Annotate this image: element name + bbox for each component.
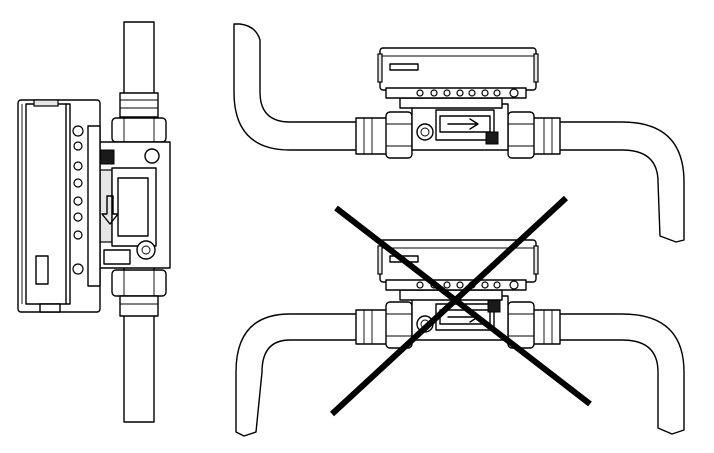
pipe-bend-left [235, 313, 391, 437]
union-nut-left [385, 111, 413, 159]
pipe-bend-right [527, 313, 685, 435]
union-nut-top [111, 117, 167, 143]
sensor-port [416, 123, 434, 141]
horizontal-installation-view-crossed [235, 195, 685, 437]
pipe-bend-right [527, 121, 685, 243]
pipe-bend-left [233, 23, 391, 151]
sensor-port-left [136, 240, 156, 260]
button-column-left [72, 125, 84, 275]
horizontal-installation-view [233, 23, 685, 243]
flow-arrow-icon [101, 195, 119, 225]
cross-out-icon [329, 195, 592, 417]
union-nut-right [507, 111, 535, 159]
union-nut-bottom [111, 269, 167, 297]
vertical-installation-view [17, 21, 171, 423]
button-row-top [416, 88, 519, 98]
